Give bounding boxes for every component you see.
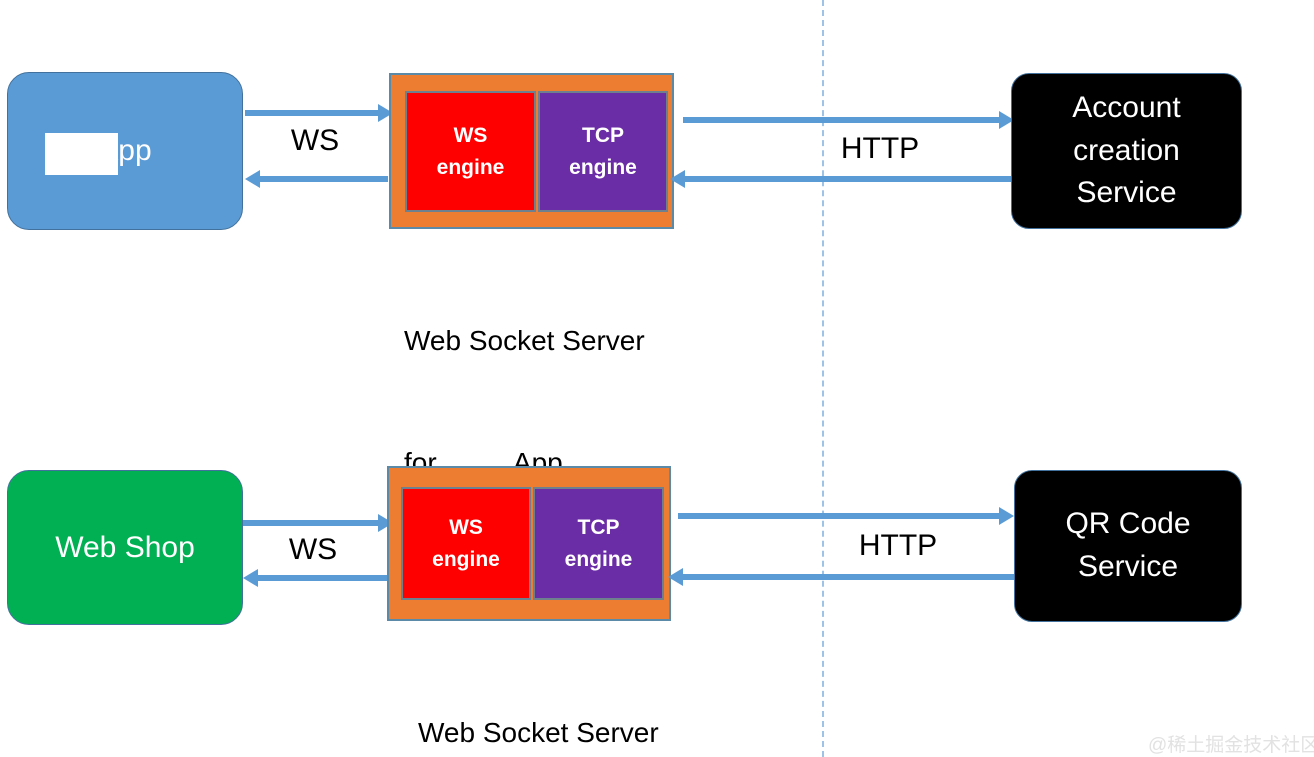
client-box-app[interactable]: App	[7, 72, 243, 230]
tcp-engine-line2-app: engine	[569, 155, 637, 179]
client-box-web-shop[interactable]: Web Shop	[7, 470, 243, 625]
service-box-account-creation[interactable]: Account creation Service	[1011, 73, 1242, 229]
arrow-head-server-to-qr-service-icon	[999, 507, 1014, 525]
service-box-qr-code[interactable]: QR Code Service	[1014, 470, 1242, 622]
ws-engine-line2-app: engine	[436, 155, 505, 179]
edge-label-http-qr: HTTP	[858, 529, 938, 562]
arrow-web-shop-to-server	[243, 520, 380, 526]
arrow-head-server-to-account-service-icon	[999, 111, 1014, 129]
vertical-dashed-divider	[822, 0, 824, 757]
edge-label-ws-app: WS	[290, 124, 340, 157]
arrow-account-service-to-server	[683, 176, 1014, 182]
arrow-head-account-service-to-server-icon	[670, 170, 685, 188]
client-label-web-shop: Web Shop	[55, 530, 195, 564]
service-line1-account: Account	[1072, 91, 1181, 125]
service-line3-account: Service	[1076, 176, 1177, 210]
ws-engine-box-web-shop[interactable]: WS engine	[401, 487, 531, 600]
arrow-head-server-to-web-shop-icon	[243, 569, 258, 587]
service-line2-qr: Service	[1077, 550, 1179, 583]
service-line1-qr: QR Code	[1065, 507, 1191, 541]
tcp-engine-line2-web-shop: engine	[564, 547, 633, 571]
ws-engine-line2-web-shop: engine	[432, 547, 500, 571]
arrow-head-server-to-app-icon	[245, 170, 260, 188]
redacted-logo-icon	[45, 133, 118, 175]
watermark-text: @稀土掘金技术社区	[1148, 735, 1314, 756]
tcp-engine-box-web-shop[interactable]: TCP engine	[533, 487, 664, 600]
server-caption-web-shop-line1: Web Socket Server	[418, 717, 659, 749]
tcp-engine-line1-web-shop: TCP	[577, 516, 620, 539]
arrow-server-to-account-service	[683, 117, 1001, 123]
arrow-server-to-qr-service	[678, 513, 1001, 519]
tcp-engine-line1-app: TCP	[582, 124, 624, 147]
ws-engine-line1-app: WS	[453, 124, 488, 147]
arrow-server-to-app	[258, 176, 388, 182]
service-line2-account: creation	[1073, 133, 1180, 167]
server-caption-web-shop: Web Socket Server for Web Shop	[418, 632, 758, 757]
ws-engine-line1-web-shop: WS	[449, 516, 483, 539]
edge-label-http-account: HTTP	[840, 132, 920, 165]
arrow-qr-service-to-server	[681, 574, 1014, 580]
edge-label-ws-web-shop: WS	[288, 533, 338, 566]
tcp-engine-box-app[interactable]: TCP engine	[538, 91, 668, 212]
arrow-app-to-server	[245, 110, 380, 116]
arrow-server-to-web-shop	[256, 575, 388, 581]
server-caption-app-line1: Web Socket Server	[404, 325, 645, 357]
arrow-head-qr-service-to-server-icon	[668, 568, 683, 586]
ws-engine-box-app[interactable]: WS engine	[405, 91, 536, 212]
